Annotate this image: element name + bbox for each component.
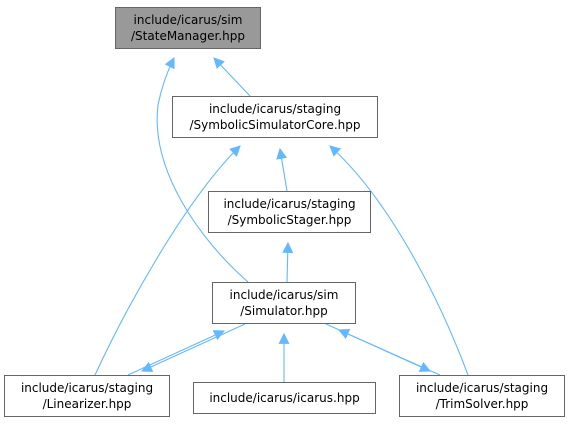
node-linearizer-line-1: include/icarus/staging xyxy=(20,381,154,395)
node-simulator[interactable]: include/icarus/sim /Simulator.hpp xyxy=(212,282,356,324)
edge-linearizer-to-symbolicsimulatorcore xyxy=(94,145,241,376)
edge-symbolicsimulatorcore-to-statemanager xyxy=(213,57,251,97)
node-trimsolver-line-2: /TrimSolver.hpp xyxy=(435,397,529,411)
node-trimsolver[interactable]: include/icarus/staging /TrimSolver.hpp xyxy=(399,375,565,417)
edge-simulator-to-statemanager xyxy=(156,57,249,283)
node-statemanager-line-2: /StateManager.hpp xyxy=(131,29,245,43)
node-trimsolver-line-1: include/icarus/staging xyxy=(415,381,549,395)
node-linearizer[interactable]: include/icarus/staging /Linearizer.hpp xyxy=(4,375,170,417)
node-icarus-line-1: include/icarus/icarus.hpp xyxy=(209,391,360,405)
node-linearizer-line-2: /Linearizer.hpp xyxy=(42,397,132,411)
node-symbolicstager[interactable]: include/icarus/staging /SymbolicStager.h… xyxy=(208,191,371,233)
edge-simulator-to-trimsolver xyxy=(325,323,432,372)
edge-symbolicstager-to-symbolicsimulatorcore xyxy=(276,147,288,192)
node-statemanager: include/icarus/sim /StateManager.hpp xyxy=(115,7,261,49)
node-statemanager-line-1: include/icarus/sim xyxy=(133,13,243,27)
edge-trimsolver-to-symbolicsimulatorcore xyxy=(329,145,469,376)
node-icarus[interactable]: include/icarus/icarus.hpp xyxy=(193,382,376,414)
node-symbolicsimulatorcore[interactable]: include/icarus/staging /SymbolicSimulato… xyxy=(172,96,378,138)
edge-simulator-to-symbolicstager xyxy=(282,241,294,283)
node-symbolicsimulatorcore-line-2: /SymbolicSimulatorCore.hpp xyxy=(189,118,361,132)
edge-linearizer-to-simulator xyxy=(127,330,225,376)
node-simulator-line-2: /Simulator.hpp xyxy=(240,304,328,318)
node-symbolicstager-line-2: /SymbolicStager.hpp xyxy=(227,213,352,227)
node-symbolicsimulatorcore-line-1: include/icarus/staging xyxy=(208,102,342,116)
node-simulator-line-1: include/icarus/sim xyxy=(229,288,339,302)
edge-simulator-to-linearizer xyxy=(140,323,246,372)
node-symbolicstager-line-1: include/icarus/staging xyxy=(223,197,356,211)
